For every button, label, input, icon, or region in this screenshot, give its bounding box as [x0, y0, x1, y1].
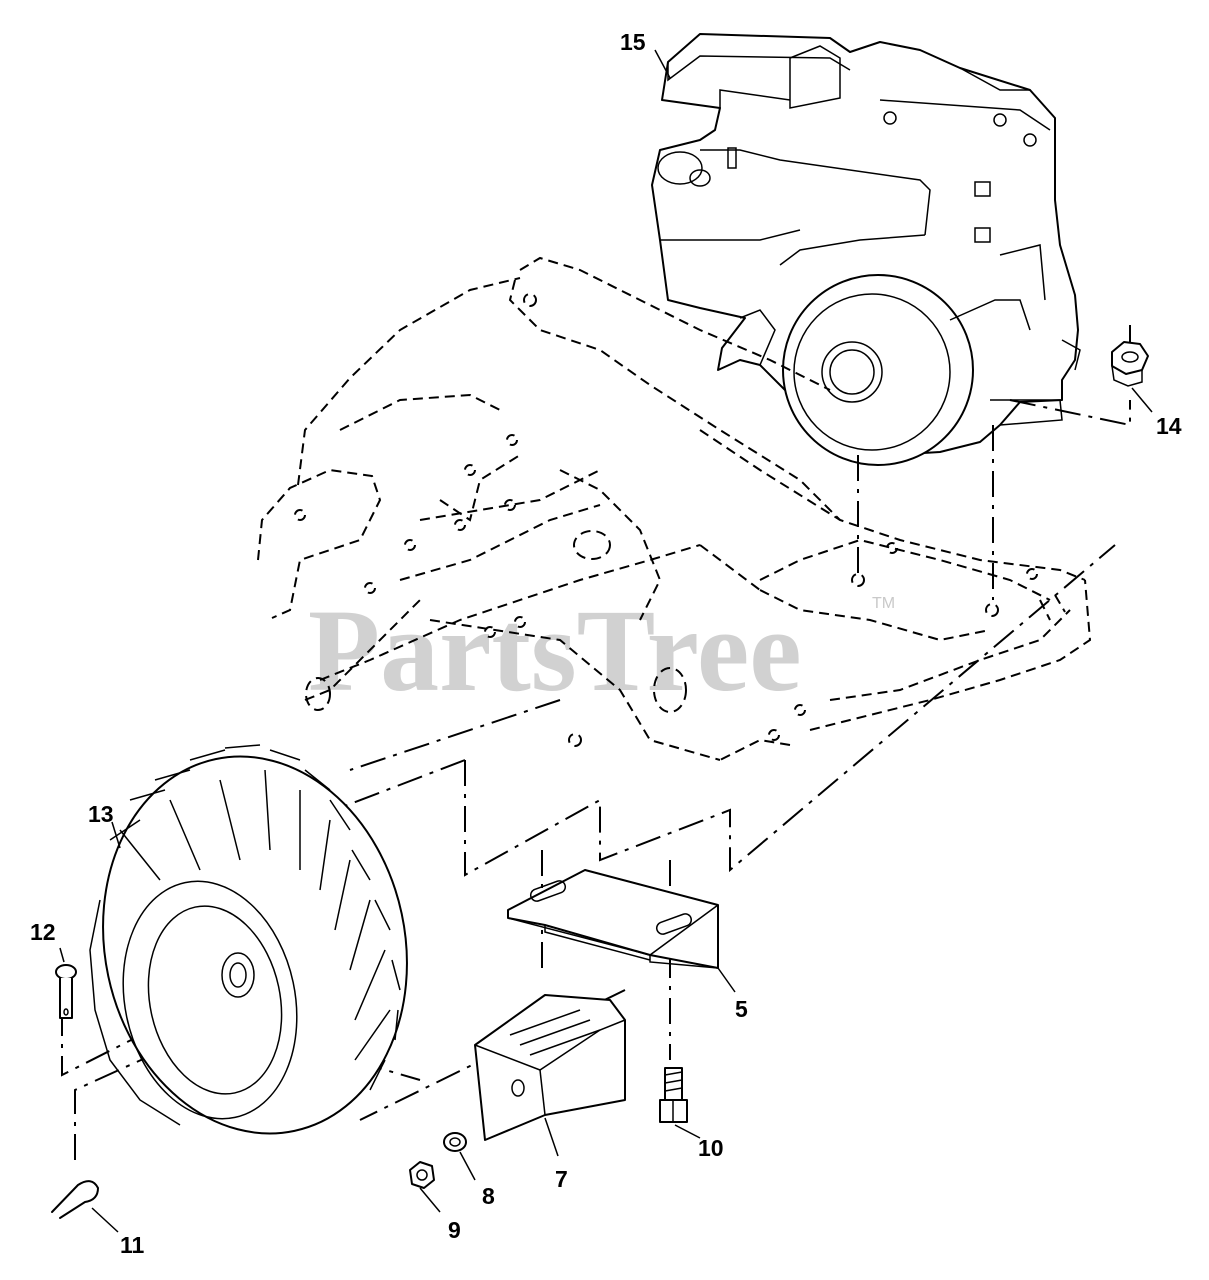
callout-12: 12 — [30, 919, 56, 945]
engine-icon[interactable] — [651, 33, 1081, 466]
callout-15: 15 — [620, 29, 646, 55]
hair-pin-clip-icon[interactable] — [51, 1180, 99, 1219]
bracket-plate-icon[interactable] — [507, 869, 719, 969]
callout-13: 13 — [88, 801, 114, 827]
callout-11: 11 — [120, 1232, 145, 1258]
callout-9: 9 — [448, 1217, 461, 1243]
tiller-frame-outline — [257, 256, 1092, 761]
watermark-trademark: TM — [872, 595, 895, 612]
callout-5: 5 — [735, 996, 748, 1022]
callout-labels: 15 14 13 12 11 10 9 8 7 5 — [30, 29, 1182, 1258]
watermark-text: PartsTree — [308, 585, 802, 716]
callout-10: 10 — [698, 1135, 724, 1161]
callout-7: 7 — [555, 1166, 568, 1192]
callout-14: 14 — [1156, 413, 1182, 439]
callout-leaders — [59, 49, 1153, 1233]
nut-icon[interactable] — [409, 1161, 435, 1189]
tire-wheel-icon[interactable] — [69, 728, 441, 1162]
weight-block-icon[interactable] — [474, 994, 626, 1141]
lock-washer-icon[interactable] — [443, 1132, 467, 1152]
callout-8: 8 — [482, 1183, 495, 1209]
bolt-icon[interactable] — [659, 1067, 688, 1123]
clevis-pin-icon[interactable] — [55, 964, 77, 1019]
lock-nut-icon[interactable] — [1111, 341, 1149, 387]
